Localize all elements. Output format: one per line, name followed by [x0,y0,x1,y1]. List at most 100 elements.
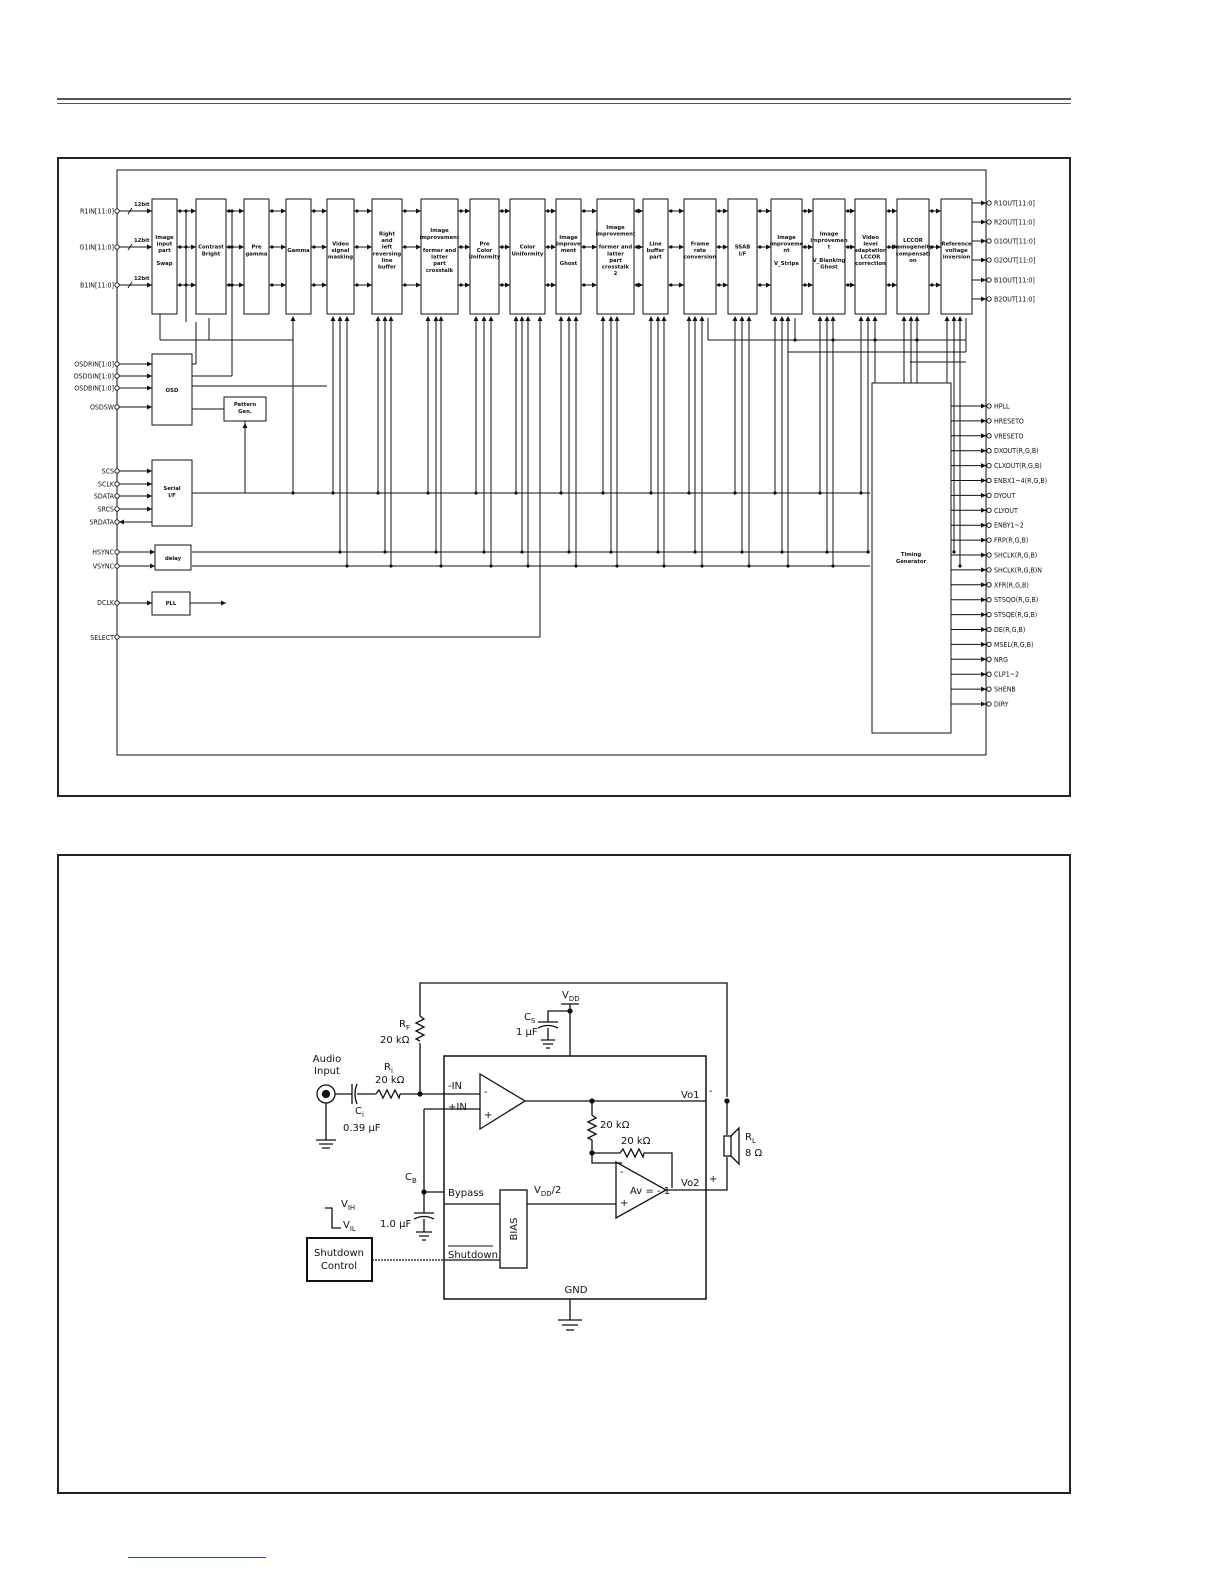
input-label-0: R1IN[11:0] [80,208,114,216]
timing-output-label: XFR(R,G,B) [994,581,1029,589]
block-label: V_Blanking [813,258,846,264]
timing-output-label: DE(R,G,B) [994,626,1025,634]
cb-label: CB [405,1172,417,1185]
timing-output-label: CLP1~2 [994,671,1019,679]
pattern-gen-block [223,396,267,422]
block-label: correction [855,261,886,267]
block-label: Image [606,225,625,231]
cs-capacitor [537,1010,571,1056]
block-label: improve [556,241,581,247]
sync-input-label: VSYNC [93,563,115,571]
sync-input-label: HSYNC [92,549,114,557]
pattern-gen-label: Gen. [238,409,252,415]
timing-output-label: STSQO(R,G,B) [994,596,1038,604]
speaker-plus: + [709,1174,717,1185]
vdd-half-label: VDD/2 [534,1185,561,1198]
processing-block [371,198,403,315]
osd-input-label: OSDRIN[1:0] [74,361,114,369]
vih-label: VIH [341,1199,355,1212]
timing-output-label: FRP(R,G,B) [994,537,1028,545]
block-label: voltage [945,248,968,254]
speaker-minus: - [709,1086,713,1097]
input-label-2: B1IN[11:0] [80,282,114,290]
block-label: Pre [479,241,489,247]
block-label: Uniformity [469,255,501,261]
shutdown-control-box [306,1237,373,1282]
ci-value: 0.39 µF [343,1123,381,1134]
clock-input-label: DCLK [97,599,115,607]
gnd-label: GND [565,1285,588,1296]
block-label: masking [328,255,353,261]
block-label: improvement [420,235,460,241]
mid-resistor-value: 20 kΩ [600,1120,630,1131]
processing-block [195,198,227,315]
block-label: homogeneity [893,245,933,251]
shutdown-pin-label: Shutdown [448,1250,498,1261]
rf-resistor [414,1015,426,1042]
processing-block [940,198,973,315]
opamp2-minus: - [620,1167,624,1178]
timing-output-label: SHCLK(R,G,B) [994,552,1037,560]
block-label: V_Stripe [774,261,799,267]
rf-label: RF [399,1019,410,1032]
osd-block [151,353,193,426]
block-label: LCCOR [861,255,881,261]
shutdown-control-label: Shutdown [314,1248,364,1259]
block-label: part [433,261,446,267]
block-label: Video [862,235,879,241]
processing-block [642,198,669,315]
block-label: part [609,258,622,264]
timing-generator-label: Timing [901,552,922,558]
block-label: Image [559,235,578,241]
rl-value: 8 Ω [745,1148,763,1159]
ri-label: Ri [384,1062,393,1075]
block-label: Uniformity [512,251,544,257]
processing-block [509,198,546,315]
processing-block [812,198,846,315]
processing-block [596,198,635,315]
processing-block [727,198,758,315]
serial-if-label: I/F [168,493,176,499]
block-label: line [382,258,393,264]
delay-label: delay [165,556,182,562]
opamp-plus: + [484,1110,492,1121]
osd-input-label: OSDGIN[1:0] [74,373,114,381]
block-label: improvemen [810,238,848,244]
block-label: adaptation [854,248,887,254]
serial-input-label: SCLK [98,481,115,489]
block-diagram-frame [57,157,1071,797]
speaker [723,1135,732,1157]
mid-resistor [586,1101,622,1164]
serial-if-label: Serial [163,486,180,492]
block-label: Ghost [560,261,578,267]
block-label: nt [783,248,790,254]
block-label: Image [155,235,174,241]
audio-input-label: Input [314,1066,340,1077]
block-label: reversing [373,251,402,257]
block-label: Pre [251,245,261,251]
block-label: improvement [596,232,636,238]
block-label: t [828,245,831,251]
timing-output-label: HPLL [994,403,1010,411]
serial-if-block [151,459,193,527]
block-label: part [158,248,171,254]
bias-block [499,1189,528,1269]
shutdown-control-label: Control [321,1261,357,1272]
cb-value: 1.0 µF [380,1219,411,1230]
block-label: Frame [691,241,710,247]
block-label: compensati [896,251,931,257]
cs-label: CS [524,1012,536,1025]
timing-output-label: ENBX1~4(R,G,B) [994,477,1047,485]
processing-block [854,198,887,315]
block-label: former and [423,248,456,254]
osd-label: OSD [166,388,179,394]
bus-width-label: 12bit [134,202,150,208]
processing-block [770,198,803,315]
plus-in-label: +IN [448,1102,467,1113]
serial-input-label: SDATA [94,493,115,501]
ci-capacitor [351,1083,358,1105]
input-label-1: G1IN[11:0] [79,244,114,252]
block-label: I/F [739,251,747,257]
pattern-gen-label: Pattern [234,402,257,408]
cb-capacitor [413,1212,435,1220]
